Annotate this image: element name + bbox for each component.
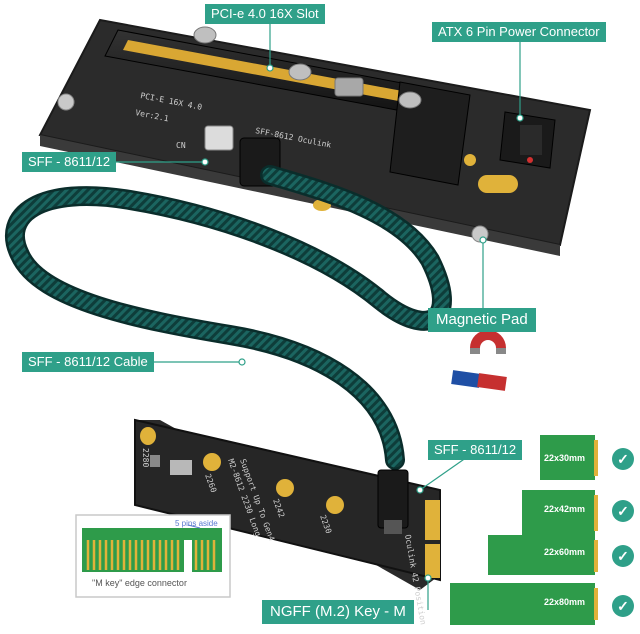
label-sff-top: SFF - 8611/12: [22, 152, 117, 172]
check-icon: ✓: [612, 500, 634, 522]
check-icon: ✓: [612, 595, 634, 617]
label-atx-power: ATX 6 Pin Power Connector: [432, 22, 606, 42]
riser-board: PCI-E 16X 4.0 Ver:2.1 SFF-8612 Oculink C…: [38, 18, 592, 256]
label-ngff: NGFF (M.2) Key - M: [262, 600, 414, 624]
mkey-pins-note: 5 pins aside: [175, 519, 218, 528]
size-label-42: 22x42mm: [544, 504, 586, 514]
size-label-80: 22x80mm: [544, 597, 586, 607]
label-sff-bottom: SFF - 8611/12: [428, 440, 523, 460]
oculink-cable: [5, 165, 452, 470]
m2-adapter-board: M2-8612 2230 Long Support Up To Gen4 Ocu…: [134, 418, 441, 626]
label-magnetic-pad: Magnetic Pad: [428, 308, 536, 332]
mkey-caption: "M key" edge connector: [92, 578, 187, 588]
label-pcie-slot: PCI-e 4.0 16X Slot: [205, 4, 325, 24]
check-icon: ✓: [612, 545, 634, 567]
magnet-icon: [451, 330, 507, 391]
size-label-30: 22x30mm: [544, 453, 586, 463]
check-icon: ✓: [612, 448, 634, 470]
mkey-edge-connector-detail: [75, 514, 231, 598]
m2-size-modules: [450, 435, 598, 625]
m2-n2280: 2280: [141, 448, 150, 467]
board-cn-text: CN: [176, 141, 186, 150]
capacitors: [193, 26, 422, 109]
atx-power-connector: [499, 111, 556, 169]
label-sff-cable: SFF - 8611/12 Cable: [22, 352, 154, 372]
size-label-60: 22x60mm: [544, 547, 586, 557]
